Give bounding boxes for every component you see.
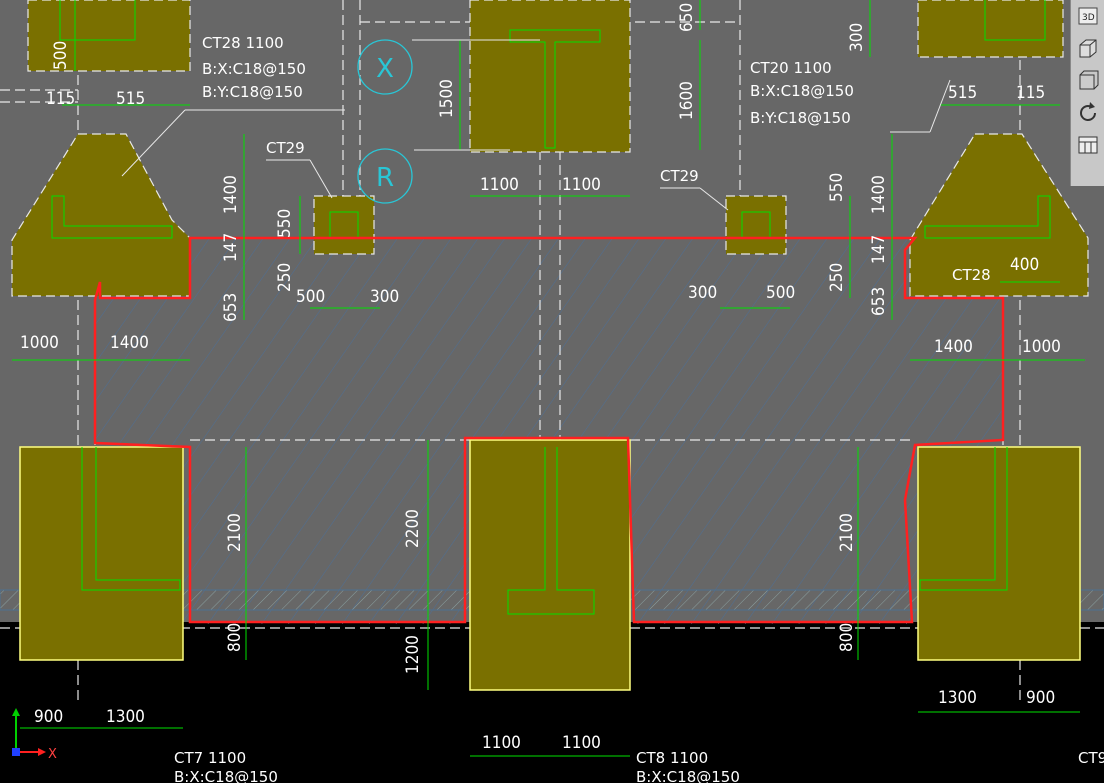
svg-text:500: 500	[296, 287, 325, 307]
dimension-lines	[12, 0, 1085, 757]
selection-outline	[93, 236, 1005, 624]
ct7-name: CT7 1100	[174, 749, 246, 767]
3d-view-icon[interactable]: 3D	[1073, 2, 1103, 32]
ct28-right-label: CT28	[952, 266, 991, 284]
svg-text:250: 250	[827, 263, 847, 292]
svg-text:X: X	[48, 747, 57, 762]
ct8-name: CT8 1100	[636, 749, 708, 767]
ct29-right-label: CT29	[660, 167, 699, 185]
svg-text:1400: 1400	[110, 333, 149, 353]
svg-text:550: 550	[827, 173, 847, 202]
foundation-ct29-right[interactable]	[725, 195, 787, 255]
svg-text:300: 300	[688, 283, 717, 303]
svg-text:1400: 1400	[221, 175, 241, 214]
svg-text:147: 147	[869, 235, 889, 264]
foundation-top-right[interactable]	[917, 0, 1064, 58]
ct28-top-name: CT28 1100	[202, 34, 284, 52]
svg-text:115: 115	[46, 89, 75, 109]
orbit-icon[interactable]	[1073, 98, 1103, 128]
cube-side-icon[interactable]	[1073, 66, 1103, 96]
svg-text:500: 500	[51, 41, 71, 70]
leader-lines	[121, 39, 951, 211]
svg-text:1300: 1300	[938, 688, 977, 708]
svg-text:515: 515	[116, 89, 145, 109]
foundation-ct29-left[interactable]	[313, 195, 375, 255]
svg-text:800: 800	[837, 623, 857, 652]
svg-text:1000: 1000	[1022, 337, 1061, 357]
foundation-top-center[interactable]	[469, 0, 631, 153]
ct29-left-label: CT29	[266, 139, 305, 157]
svg-text:653: 653	[221, 293, 241, 322]
foundation-ct9[interactable]	[917, 446, 1081, 661]
svg-text:550: 550	[275, 209, 295, 238]
svg-text:115: 115	[1016, 83, 1045, 103]
dimension-texts: 500 115 515 1500 650 1600 300 515 115 14…	[20, 3, 1061, 753]
svg-text:1100: 1100	[562, 733, 601, 753]
svg-text:1300: 1300	[106, 707, 145, 727]
ct7-bx: B:X:C18@150	[174, 768, 278, 783]
svg-text:1600: 1600	[677, 81, 697, 120]
ct28-top-by: B:Y:C18@150	[202, 83, 303, 101]
svg-text:400: 400	[1010, 255, 1039, 275]
layout-grid-icon[interactable]	[1073, 130, 1103, 160]
foundation-ct7[interactable]	[19, 446, 184, 661]
ct9-name: CT9	[1078, 749, 1104, 767]
ct20-bx: B:X:C18@150	[750, 82, 854, 100]
svg-text:2100: 2100	[225, 513, 245, 552]
foundations	[11, 0, 1089, 691]
svg-text:250: 250	[275, 263, 295, 292]
svg-text:1400: 1400	[869, 175, 889, 214]
foundation-top-left[interactable]	[27, 0, 191, 72]
svg-text:3D: 3D	[1082, 13, 1095, 23]
foundation-ct28-right[interactable]	[909, 133, 1089, 297]
svg-text:147: 147	[221, 233, 241, 262]
ucs-axis-icon: X	[12, 708, 57, 762]
svg-text:X: X	[376, 54, 394, 84]
svg-text:1000: 1000	[20, 333, 59, 353]
foundation-ct8[interactable]	[469, 439, 631, 691]
ct8-bx: B:X:C18@150	[636, 768, 740, 783]
axis-bubble-x[interactable]: X	[357, 39, 413, 95]
svg-text:2200: 2200	[403, 509, 423, 548]
svg-text:500: 500	[766, 283, 795, 303]
svg-text:515: 515	[948, 83, 977, 103]
column-outlines	[51, 0, 1051, 615]
svg-text:2100: 2100	[837, 513, 857, 552]
ct20-by: B:Y:C18@150	[750, 109, 851, 127]
svg-text:650: 650	[677, 3, 697, 32]
svg-text:300: 300	[370, 287, 399, 307]
svg-text:800: 800	[225, 623, 245, 652]
svg-text:653: 653	[869, 287, 889, 316]
svg-text:1100: 1100	[480, 175, 519, 195]
ct20-name: CT20 1100	[750, 59, 832, 77]
svg-text:1100: 1100	[482, 733, 521, 753]
foundation-annotations: CT28 1100 B:X:C18@150 B:Y:C18@150 CT20 1…	[174, 34, 1104, 783]
svg-text:300: 300	[847, 23, 867, 52]
svg-text:1200: 1200	[403, 635, 423, 674]
svg-text:1500: 1500	[437, 79, 457, 118]
axis-bubble-r[interactable]: R	[357, 148, 413, 204]
ct28-top-bx: B:X:C18@150	[202, 60, 306, 78]
svg-text:1100: 1100	[562, 175, 601, 195]
view-toolbar: 3D	[1070, 0, 1104, 186]
svg-text:900: 900	[1026, 688, 1055, 708]
svg-text:1400: 1400	[934, 337, 973, 357]
svg-text:R: R	[376, 163, 394, 193]
svg-text:900: 900	[34, 707, 63, 727]
cube-front-icon[interactable]	[1073, 34, 1103, 64]
